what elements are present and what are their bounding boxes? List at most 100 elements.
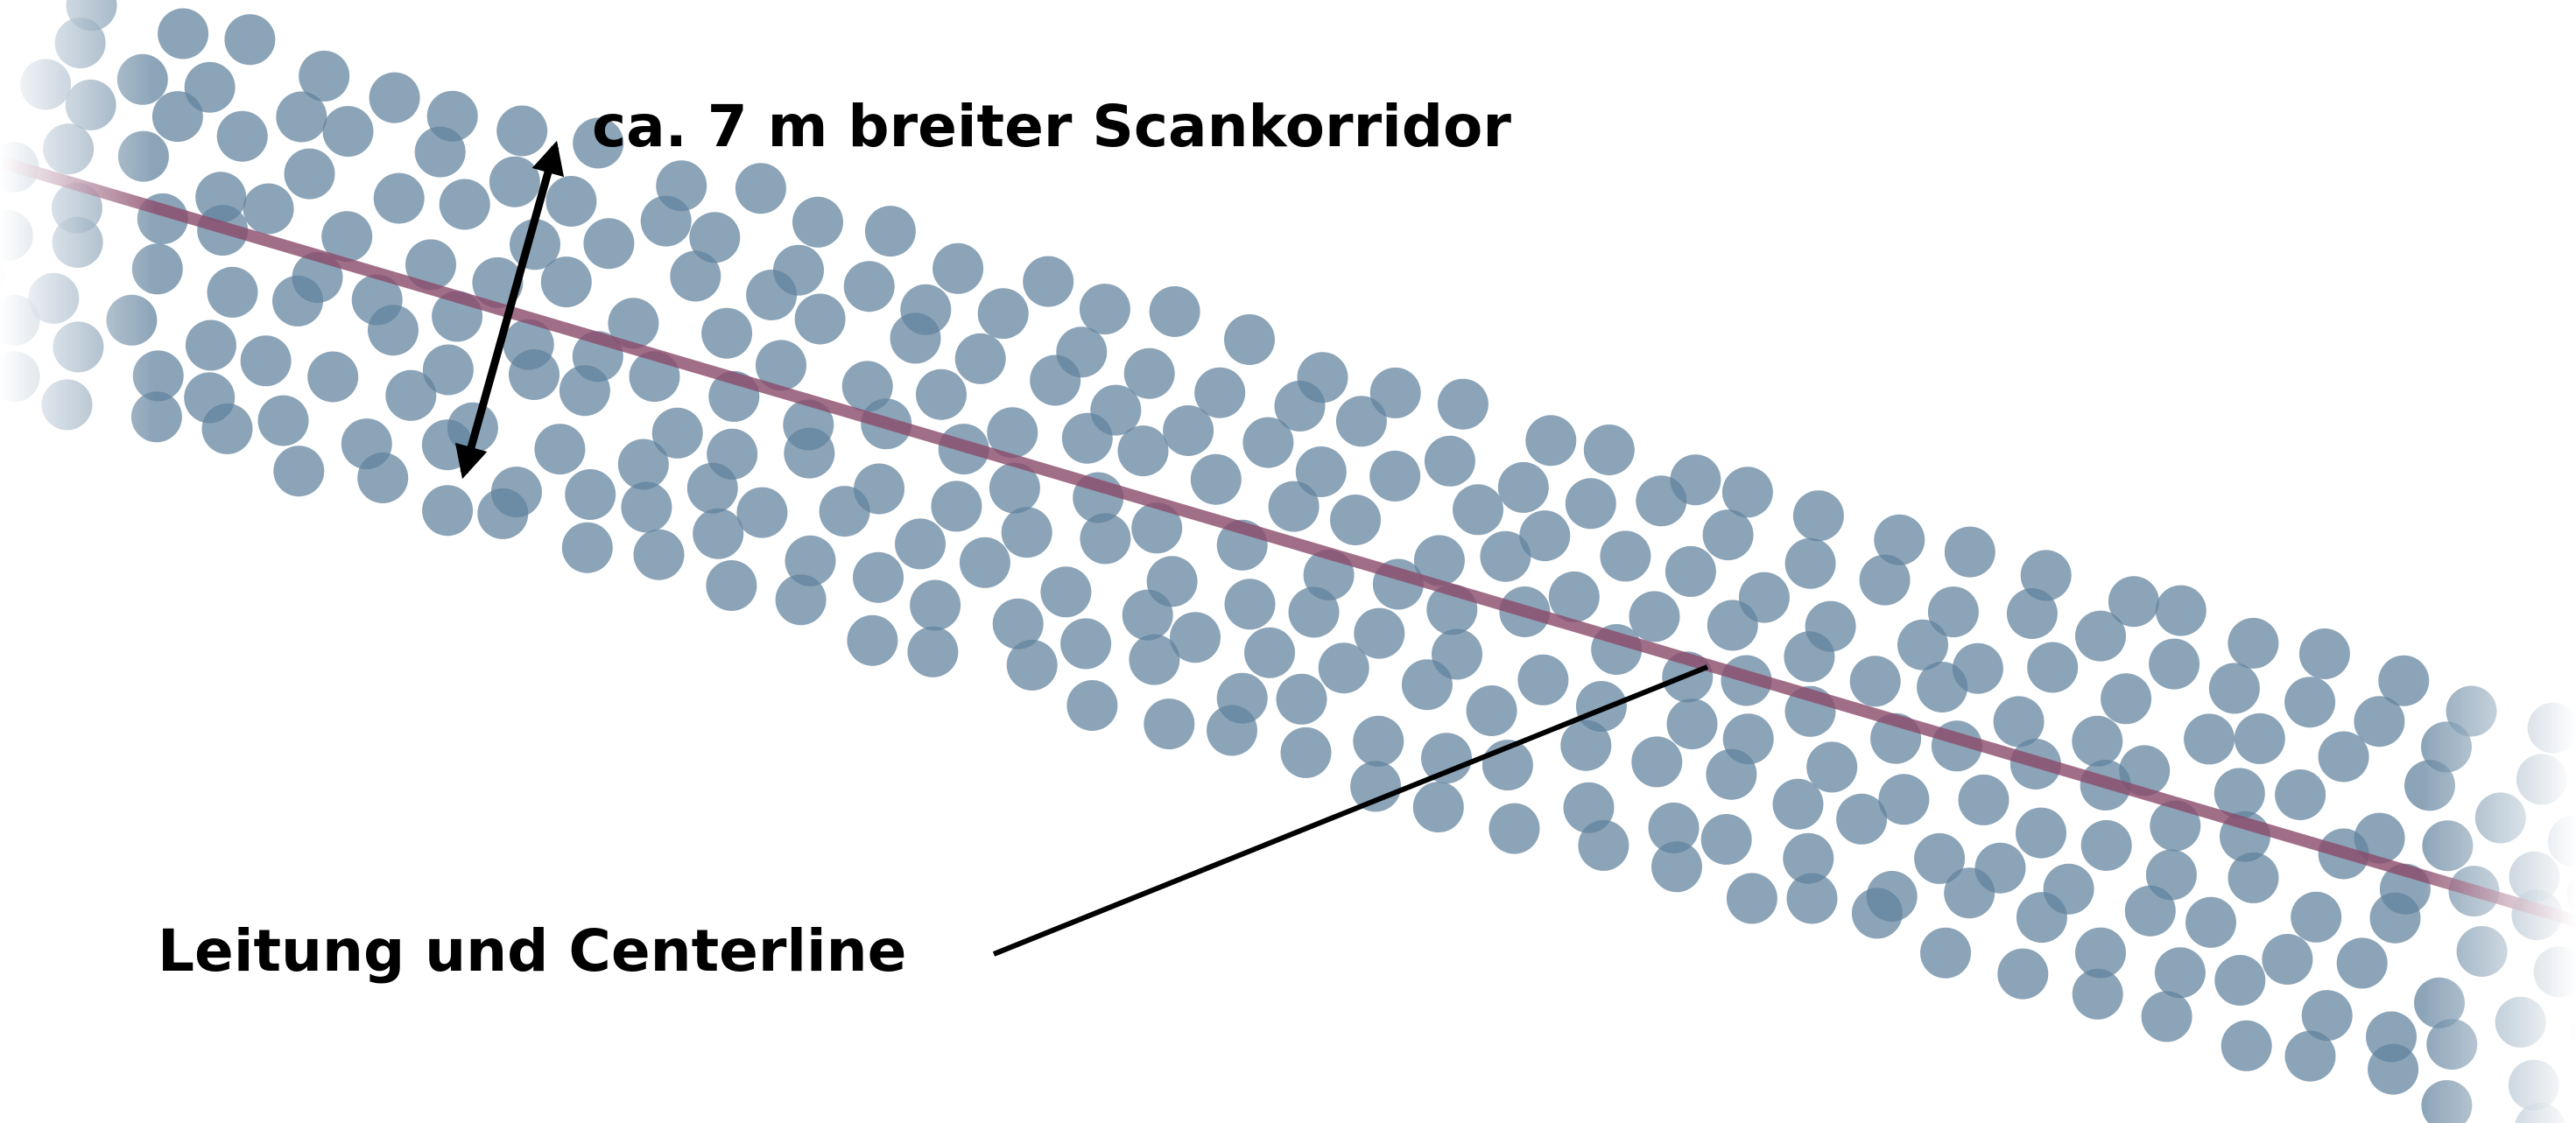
scan-point <box>185 319 236 371</box>
scan-point <box>54 18 106 69</box>
scan-point <box>2495 996 2546 1048</box>
scan-point <box>357 453 409 503</box>
scan-point <box>651 407 703 459</box>
scan-point <box>1944 526 1995 578</box>
scan-point <box>847 614 898 666</box>
scan-point <box>2368 1043 2419 1095</box>
scan-point <box>1897 619 1948 670</box>
scan-point <box>1666 698 1718 750</box>
scan-point <box>1369 367 1421 418</box>
scan-point <box>2072 968 2123 1020</box>
scan-point <box>2185 896 2236 948</box>
scan-point <box>2275 769 2326 820</box>
scan-point <box>1274 380 1326 432</box>
scan-point <box>1122 589 1173 641</box>
scan-point <box>224 14 276 66</box>
scan-point <box>1080 513 1131 565</box>
scan-point <box>2474 792 2526 844</box>
scan-point <box>273 446 325 497</box>
scan-point <box>2234 712 2285 764</box>
scan-point <box>2426 1019 2478 1070</box>
scan-point <box>633 529 685 580</box>
scan-point <box>2214 955 2266 1006</box>
scan-point <box>2208 663 2260 714</box>
scan-point <box>2016 807 2066 859</box>
scan-point <box>1927 586 1979 638</box>
scan-point <box>1149 286 1200 337</box>
scan-point <box>2155 585 2206 636</box>
scan-point <box>895 518 946 570</box>
scan-point <box>184 61 236 113</box>
scan-point <box>2150 800 2201 852</box>
scan-point <box>1117 425 1169 477</box>
scan-point <box>1224 314 1275 365</box>
scan-point <box>509 349 560 400</box>
scan-point <box>1330 495 1381 545</box>
scan-point <box>1194 367 1246 418</box>
scan-point <box>1997 948 2049 1000</box>
scan-point <box>819 486 870 537</box>
scan-point <box>0 210 33 262</box>
scan-point <box>1859 554 1911 606</box>
scan-point <box>1401 659 1453 711</box>
scan-point <box>1851 888 1903 939</box>
scan-point <box>207 266 258 318</box>
corridor-width-arrow <box>454 140 565 480</box>
scan-point <box>534 424 586 475</box>
scan-point <box>257 395 309 446</box>
scan-point <box>1707 600 1758 651</box>
scan-point <box>2184 713 2235 765</box>
scan-point <box>116 53 168 105</box>
scan-point <box>1466 685 1517 736</box>
scan-point <box>841 361 893 412</box>
scan-point <box>65 79 116 130</box>
centerline-label: Leitung und Centerline <box>158 917 907 985</box>
scan-point <box>2414 977 2465 1028</box>
scan-point <box>559 365 610 417</box>
scan-point <box>2080 819 2132 871</box>
scan-point <box>41 379 93 431</box>
scan-point <box>117 130 169 182</box>
scan-point <box>2527 702 2576 754</box>
scan-point <box>1268 481 1320 532</box>
scan-point <box>736 487 788 538</box>
scan-point <box>2446 685 2497 737</box>
pipeline-centerline <box>0 156 2576 927</box>
scan-point <box>2421 1080 2473 1123</box>
scan-point <box>53 321 104 373</box>
scan-point <box>1874 514 1925 565</box>
scan-point <box>2119 745 2171 797</box>
scan-point <box>0 295 40 346</box>
scan-point <box>414 126 466 178</box>
scan-point <box>1421 733 1472 784</box>
scan-point <box>20 59 71 110</box>
scan-point <box>977 288 1029 340</box>
scan-point <box>2422 820 2474 872</box>
scan-point <box>706 560 757 611</box>
scan-point <box>2221 1020 2272 1071</box>
scan-point <box>1480 530 1531 582</box>
scan-point <box>422 485 474 537</box>
scan-point <box>617 439 669 490</box>
scan-point <box>321 211 373 263</box>
scan-point <box>1412 782 1464 833</box>
scan-point <box>1665 545 1716 597</box>
scan-point <box>2336 937 2388 989</box>
scan-point <box>322 106 374 158</box>
scan-point <box>1651 841 1702 893</box>
scan-point <box>2101 673 2152 725</box>
scan-point <box>2124 885 2176 937</box>
scan-point <box>916 368 967 420</box>
scan-point <box>1413 535 1465 586</box>
scan-point <box>439 179 490 230</box>
scan-point <box>0 351 40 403</box>
scan-point <box>2298 628 2350 679</box>
scan-point <box>368 305 419 356</box>
scan-point <box>1914 832 1966 884</box>
scan-point <box>608 298 659 349</box>
scan-point <box>989 462 1040 514</box>
scan-point <box>640 195 692 247</box>
scan-point <box>489 156 540 207</box>
scan-point <box>1060 618 1112 670</box>
